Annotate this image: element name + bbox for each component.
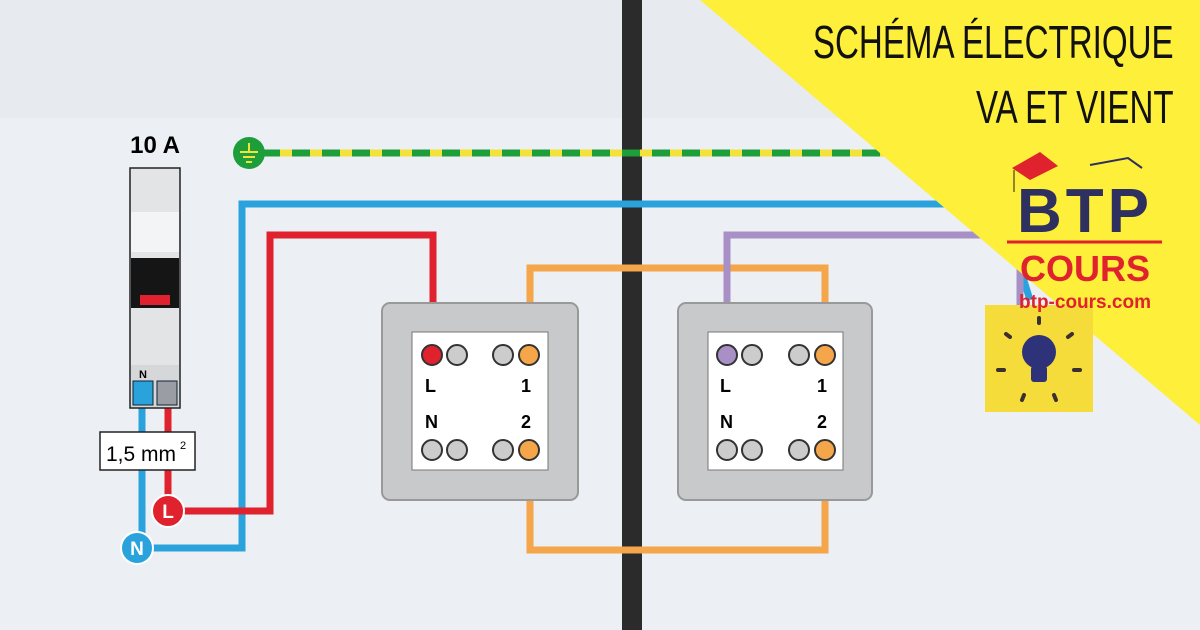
svg-text:2: 2 xyxy=(180,440,186,452)
phase-source: L xyxy=(151,494,185,528)
svg-text:VA ET VIENT: VA ET VIENT xyxy=(976,83,1174,133)
svg-text:L: L xyxy=(425,376,436,396)
wall xyxy=(622,0,642,630)
svg-text:1: 1 xyxy=(521,376,531,396)
svg-text:N: N xyxy=(130,539,144,560)
page-title: SCHÉMA ÉLECTRIQUE VA ET VIENT xyxy=(813,17,1174,134)
neutral-source: N xyxy=(120,531,154,565)
two-way-switch-1: L 1 N 2 xyxy=(381,302,579,501)
btp-cours-logo: BTP COURS btp-cours.com xyxy=(1007,152,1162,313)
circuit-breaker xyxy=(129,167,181,409)
svg-text:L: L xyxy=(720,376,731,396)
two-way-switch-2: L 1 N 2 xyxy=(677,302,873,501)
breaker-rating: 10 A xyxy=(130,132,180,159)
breaker-neutral-label: N xyxy=(139,369,147,381)
svg-text:2: 2 xyxy=(521,412,531,432)
phase-wire xyxy=(164,231,437,515)
earth-icon xyxy=(233,137,265,169)
neutral-wire xyxy=(138,200,1034,552)
svg-text:1: 1 xyxy=(817,376,827,396)
svg-text:L: L xyxy=(162,502,174,523)
svg-text:SCHÉMA ÉLECTRIQUE: SCHÉMA ÉLECTRIQUE xyxy=(813,17,1174,69)
svg-text:1,5 mm: 1,5 mm xyxy=(106,443,176,466)
lamp-icon xyxy=(985,305,1093,412)
svg-text:N: N xyxy=(720,412,733,432)
cable-section-label: 1,5 mm 2 xyxy=(99,431,196,471)
svg-text:2: 2 xyxy=(817,412,827,432)
svg-text:COURS: COURS xyxy=(1020,248,1150,289)
svg-text:btp-cours.com: btp-cours.com xyxy=(1019,292,1151,313)
svg-text:BTP: BTP xyxy=(1017,177,1153,246)
svg-text:N: N xyxy=(425,412,438,432)
